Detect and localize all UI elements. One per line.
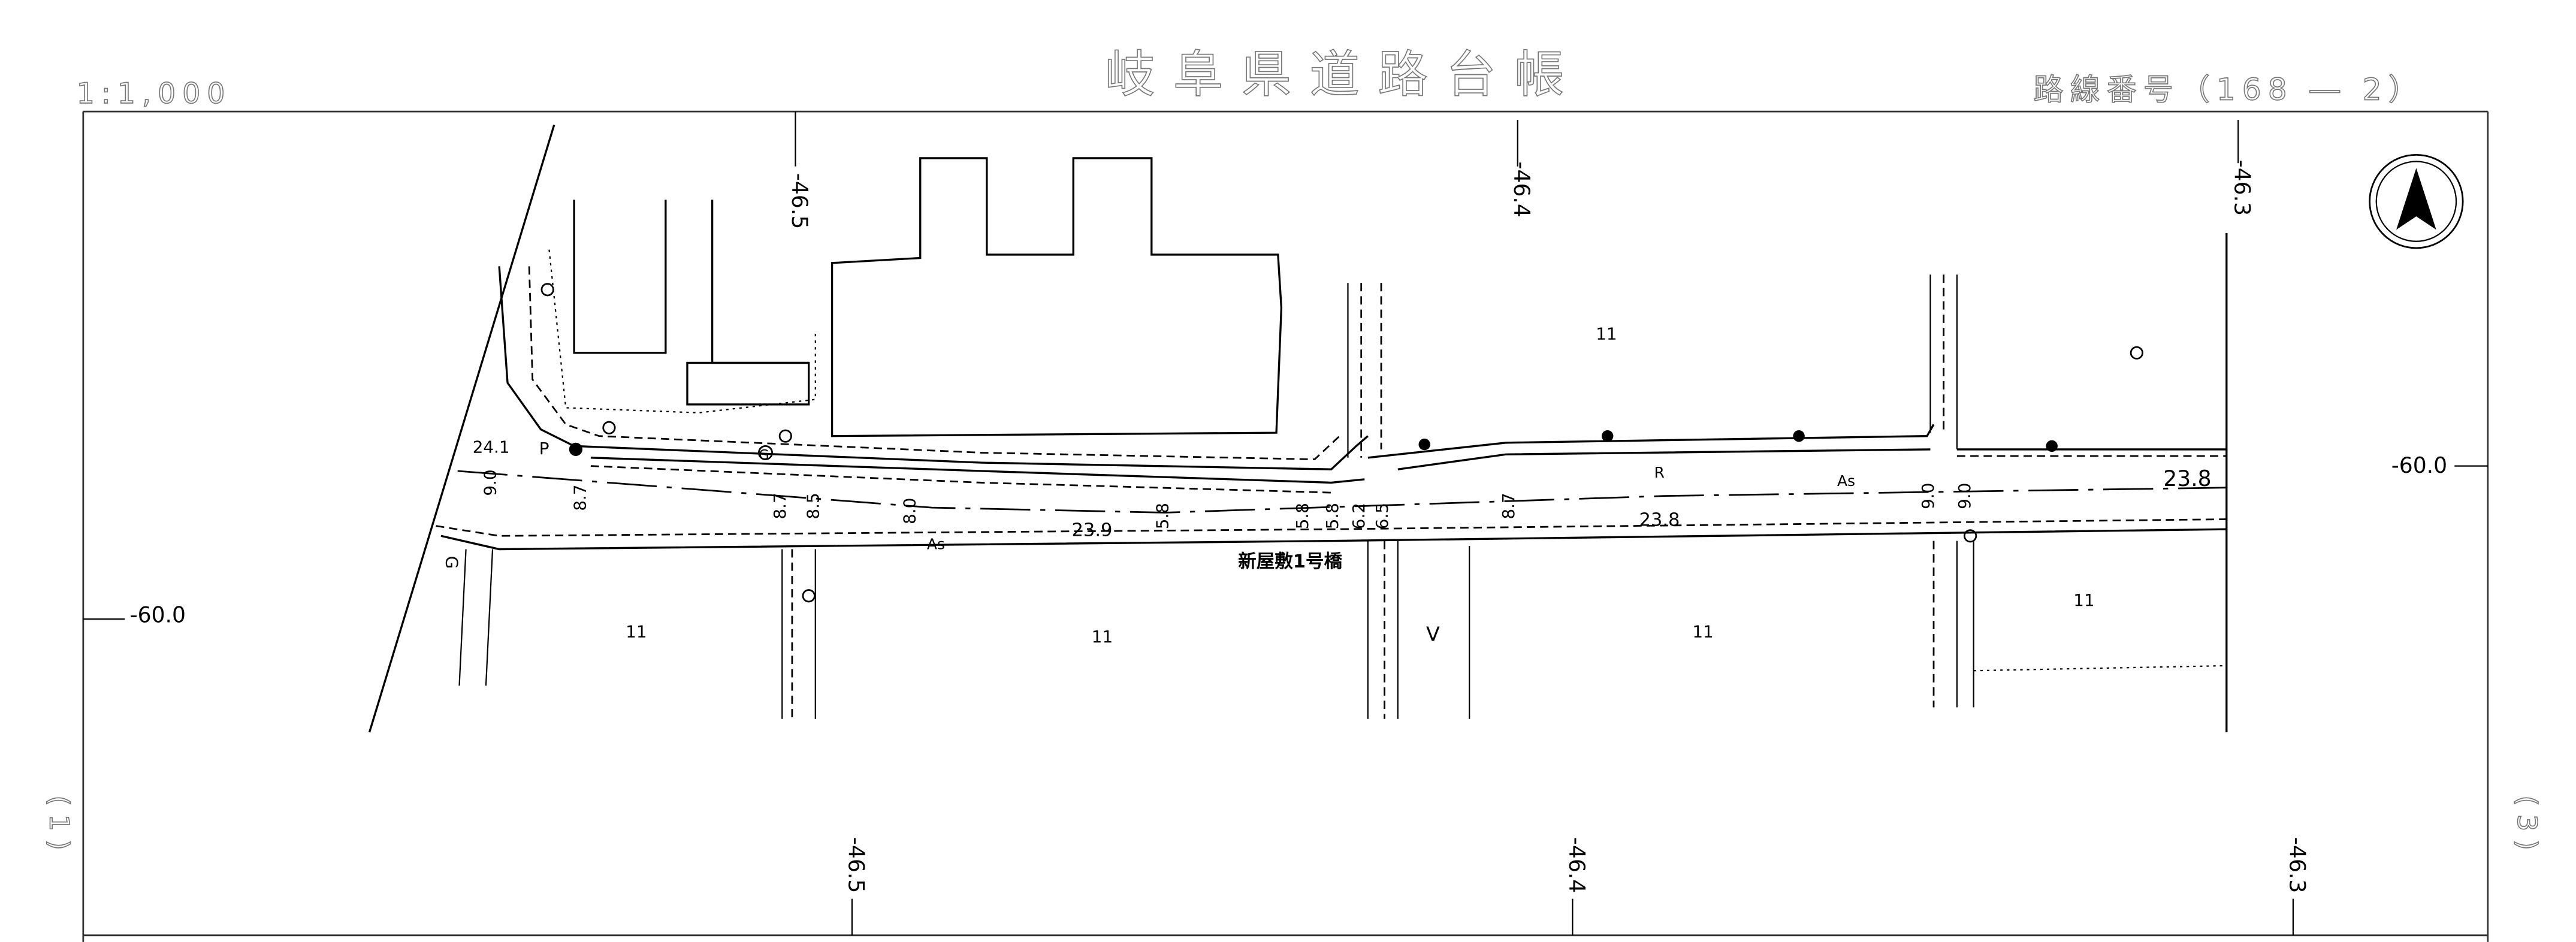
width-dim: 24.1 bbox=[473, 437, 510, 457]
grid-label-top-1: -46.5 bbox=[787, 173, 813, 229]
length-dim: 23.8 bbox=[1639, 510, 1680, 531]
grid-lines bbox=[83, 111, 2488, 935]
length-dim: 23.9 bbox=[1071, 520, 1112, 541]
width-dim: 9.0 bbox=[481, 469, 500, 496]
grid-label-bottom-3: -46.3 bbox=[2284, 837, 2310, 893]
width-dim: 8.7 bbox=[770, 493, 790, 519]
scale-label: 1:1,000 bbox=[77, 77, 232, 110]
width-dim: 5.8 bbox=[1292, 503, 1312, 529]
width-dim: 8.0 bbox=[899, 498, 919, 524]
land-code: 11 bbox=[2073, 590, 2094, 610]
prev-sheet-link[interactable]: ( 1 ) bbox=[43, 795, 74, 851]
land-code: 11 bbox=[1092, 627, 1113, 647]
land-code: 11 bbox=[626, 622, 647, 642]
width-dim: 9.0 bbox=[1918, 483, 1938, 509]
next-sheet-link[interactable]: ( 3 ) bbox=[2511, 795, 2542, 851]
sheet-frame bbox=[82, 110, 2489, 942]
width-dim: 5.8 bbox=[1153, 503, 1173, 529]
surface-label: As bbox=[1837, 472, 1855, 490]
bridge-name: 新屋敷1号橋 bbox=[1238, 551, 1342, 572]
marker-g: G bbox=[759, 448, 769, 463]
grid-label-top-3: -46.3 bbox=[2230, 160, 2255, 216]
map-linework bbox=[368, 124, 2228, 733]
marker-p: P bbox=[539, 439, 549, 458]
width-dim: 6.5 bbox=[1372, 503, 1392, 529]
sheet-title: 岐阜県道路台帳 bbox=[1105, 46, 1583, 104]
grid-label-right: -60.0 bbox=[2391, 452, 2447, 478]
grid-label-left: -60.0 bbox=[130, 602, 186, 628]
route-number: 路線番号（168 ― 2） bbox=[2034, 73, 2425, 107]
land-code: 11 bbox=[1596, 324, 1617, 344]
surface-label: As bbox=[927, 536, 945, 553]
grid-label-bottom-2: -46.4 bbox=[1564, 837, 1590, 893]
width-dim: 9.0 bbox=[1955, 483, 1974, 509]
width-dim: 8.7 bbox=[1499, 493, 1518, 519]
marker-r: R bbox=[1654, 464, 1664, 481]
grid-label-top-2: -46.4 bbox=[1509, 161, 1535, 217]
marker-v: V bbox=[1426, 622, 1440, 645]
land-code: 11 bbox=[1692, 622, 1713, 642]
marker-g: G bbox=[442, 556, 461, 569]
length-dim: 23.8 bbox=[2163, 466, 2211, 491]
grid-label-bottom-1: -46.5 bbox=[843, 837, 869, 893]
north-arrow-icon bbox=[2369, 153, 2464, 249]
width-dim: 6.2 bbox=[1349, 503, 1369, 529]
width-dim: 8.7 bbox=[570, 484, 590, 511]
width-dim: 5.8 bbox=[1322, 503, 1342, 529]
width-dim: 8.5 bbox=[803, 493, 823, 519]
